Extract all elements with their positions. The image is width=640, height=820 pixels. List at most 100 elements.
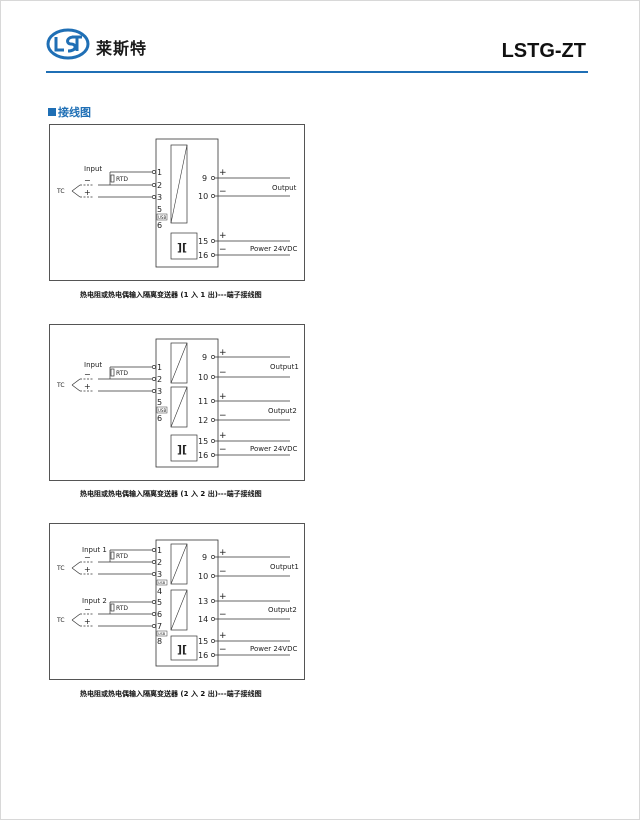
power-label: Power 24VDC [250, 245, 297, 253]
header-rule [46, 71, 588, 73]
output-label: Output [272, 184, 297, 192]
plus-sign: + [219, 631, 227, 641]
terminal-label: 2 [157, 558, 162, 567]
terminal-label: 7 [157, 622, 162, 631]
brand-name: 莱斯特 [96, 39, 148, 58]
module-label-slot [170, 144, 188, 224]
terminal-label: 12 [198, 416, 208, 425]
diagram-2-caption: 热电阻或热电偶输入隔离变送器 (1 入 2 出)---端子接线图 [80, 490, 262, 498]
minus-sign: − [219, 445, 227, 455]
terminal-label: 10 [198, 192, 208, 201]
usb-port [156, 406, 168, 414]
terminal-label: 9 [202, 553, 207, 562]
square-bullet-icon [48, 108, 56, 116]
terminal-label: 6 [157, 414, 162, 423]
module-label-slot [170, 589, 188, 631]
terminal-label: 6 [157, 221, 162, 230]
plus-sign: + [219, 348, 227, 358]
input-label: Input [84, 165, 102, 173]
terminal-label: 9 [202, 174, 207, 183]
terminal-label: 14 [198, 615, 208, 624]
minus-sign: − [219, 368, 227, 378]
plus-sign: + [84, 188, 91, 197]
terminal-label: 16 [198, 251, 208, 260]
usb-port [156, 630, 168, 637]
terminal-label: 16 [198, 451, 208, 460]
wiring-diagram-2: ][ 1 2 3 5 6 USB 9 10 11 12 15 16 + − + … [49, 324, 305, 481]
power-label: Power 24VDC [250, 445, 297, 453]
plus-sign: + [84, 565, 91, 574]
plus-sign: + [219, 392, 227, 402]
wiring-diagram-3-svg: ][ 1 2 3 4 5 6 7 8 USB USB 9 10 13 14 15… [56, 539, 299, 667]
module-label-slot [170, 543, 188, 585]
terminal-label: 1 [157, 363, 162, 372]
terminal-label: 3 [157, 387, 162, 396]
terminal-label: 10 [198, 572, 208, 581]
diagram-3-caption: 热电阻或热电偶输入隔离变送器 (2 入 2 出)---端子接线图 [80, 690, 262, 698]
isolation-icon: ][ [177, 241, 187, 254]
input1-label: Input 1 [82, 546, 107, 554]
section-title: 接线图 [48, 104, 91, 120]
output2-label: Output2 [268, 407, 297, 415]
plus-sign: + [219, 592, 227, 602]
minus-sign: − [84, 176, 91, 185]
terminal-label: 15 [198, 437, 208, 446]
terminal-label: 15 [198, 237, 208, 246]
minus-sign: − [84, 553, 91, 562]
terminal-label: 16 [198, 651, 208, 660]
rtd-label: RTD [116, 176, 128, 183]
isolation-block [170, 434, 198, 462]
minus-sign: − [219, 411, 227, 421]
usb-label: USB [158, 581, 166, 585]
terminal-label: 5 [157, 205, 162, 214]
terminal-label: 5 [157, 398, 162, 407]
terminal-label: 5 [157, 598, 162, 607]
wiring-diagram-1-svg: ][ 1 2 3 5 6 USB 9 10 15 16 + − + − Outp… [56, 138, 297, 268]
usb-port [156, 213, 168, 221]
output1-label: Output1 [270, 363, 299, 371]
model-number: LSTG-ZT [501, 40, 586, 62]
module-label-slot [170, 386, 188, 428]
minus-sign: − [219, 245, 227, 255]
terminal-label: 11 [198, 397, 208, 406]
usb-port [156, 579, 168, 586]
terminal-label: 2 [157, 375, 162, 384]
plus-sign: + [84, 617, 91, 626]
terminal-label: 8 [157, 637, 162, 646]
minus-sign: − [84, 370, 91, 379]
tc-label: TC [56, 565, 65, 572]
terminal-label: 6 [157, 610, 162, 619]
wiring-diagram-2-svg: ][ 1 2 3 5 6 USB 9 10 11 12 15 16 + − + … [56, 338, 299, 468]
wiring-diagram-3: ][ 1 2 3 4 5 6 7 8 USB USB 9 10 13 14 15… [49, 523, 305, 680]
wiring-diagram-1: ][ 1 2 3 5 6 USB 9 10 15 16 + − + − Outp… [49, 124, 305, 281]
rtd-label: RTD [116, 553, 128, 560]
terminal-label: 15 [198, 637, 208, 646]
power-label: Power 24VDC [250, 645, 297, 653]
module-label-slot [170, 342, 188, 384]
diagram-1-caption: 热电阻或热电偶输入隔离变送器 (1 入 1 出)---端子接线图 [80, 291, 262, 299]
plus-sign: + [219, 231, 227, 241]
terminal-label: 10 [198, 373, 208, 382]
output1-label: Output1 [270, 563, 299, 571]
terminal-label: 1 [157, 546, 162, 555]
minus-sign: − [219, 567, 227, 577]
plus-sign: + [219, 431, 227, 441]
isolation-block [170, 635, 198, 661]
terminal-label: 1 [157, 168, 162, 177]
usb-label: USB [158, 632, 166, 636]
company-logo [46, 28, 90, 60]
section-title-text: 接线图 [58, 106, 91, 119]
terminal-label: 3 [157, 570, 162, 579]
usb-label: USB [158, 408, 166, 413]
isolation-icon: ][ [177, 443, 187, 456]
terminal-label: 3 [157, 193, 162, 202]
rtd-label: RTD [116, 605, 128, 612]
terminal-label: 4 [157, 587, 162, 596]
usb-label: USB [158, 215, 166, 220]
terminal-label: 2 [157, 181, 162, 190]
input-label: Input [84, 361, 102, 369]
terminal-label: 13 [198, 597, 208, 606]
minus-sign: − [84, 605, 91, 614]
tc-label: TC [56, 382, 65, 389]
isolation-block [170, 232, 198, 260]
